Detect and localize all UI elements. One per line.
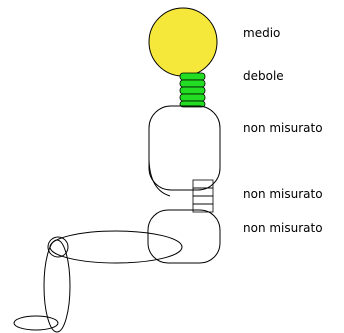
thigh-ellipse [50,231,182,263]
waist-segment-3 [193,196,213,204]
neck-segment-2 [180,80,205,87]
torso-left-curve [149,160,170,196]
label-upper-body: non misurato [243,121,323,135]
hips-shape [148,210,220,263]
label-head: medio [243,26,280,40]
neck-segments [180,73,205,107]
waist-segments [193,180,213,212]
neck-segment-3 [180,87,205,94]
head-circle [149,8,217,76]
upper-body-shape [149,106,220,190]
foot-ellipse [14,316,58,330]
label-hips: non misurato [243,221,323,235]
label-waist: non misurato [243,187,323,201]
neck-segment-1 [180,73,205,80]
neck-segment-4 [180,94,205,101]
label-neck: debole [243,69,284,83]
waist-segment-4 [193,204,213,212]
